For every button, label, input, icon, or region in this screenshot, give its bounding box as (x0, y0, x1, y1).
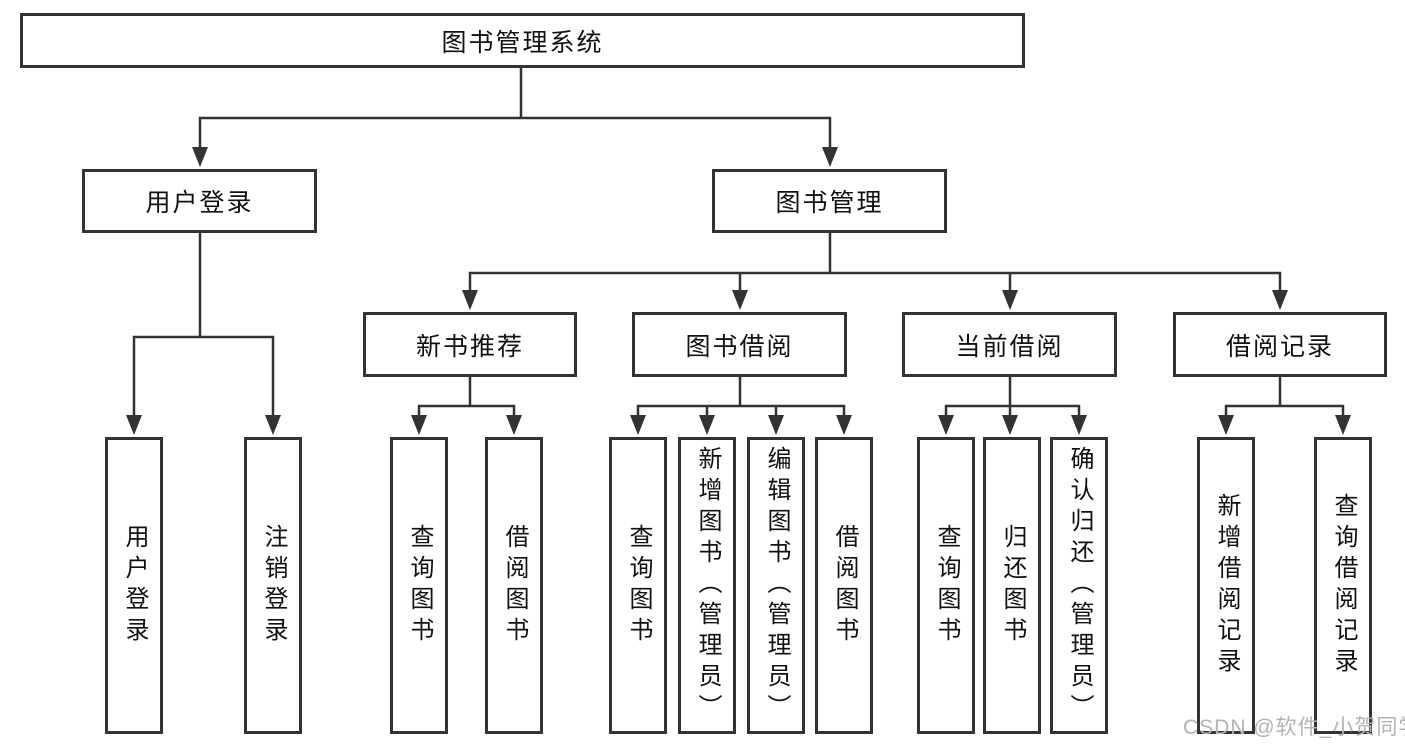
leaf-add-books-admin: 新增图书（管理员） (678, 437, 736, 734)
leaf-borrow-books: 借阅图书 (485, 437, 543, 734)
leaf-label: 新增图书（管理员） (694, 446, 721, 725)
node-user-login: 用户登录 (82, 169, 317, 233)
leaf-user-login: 用户登录 (105, 437, 163, 734)
leaf-label: 查询图书 (625, 523, 652, 648)
leaf-query-books: 查询图书 (917, 437, 975, 734)
leaf-label: 查询图书 (933, 523, 960, 648)
leaf-label: 注销登录 (260, 523, 287, 648)
node-library-system: 图书管理系统 (20, 13, 1025, 68)
leaf-logout-login: 注销登录 (244, 437, 302, 734)
leaf-edit-books-admin: 编辑图书（管理员） (747, 437, 805, 734)
leaf-label: 借阅图书 (831, 523, 858, 648)
leaf-label: 查询图书 (406, 523, 433, 648)
watermark: CSDN @软件_小贺同学 (1183, 716, 1405, 739)
node-new-book-recommendation: 新书推荐 (363, 312, 577, 377)
leaf-borrow-books: 借阅图书 (815, 437, 873, 734)
node-borrowing-records: 借阅记录 (1173, 312, 1387, 377)
leaf-return-books: 归还图书 (983, 437, 1041, 734)
node-current-borrowing: 当前借阅 (902, 312, 1117, 377)
leaf-label: 用户登录 (121, 523, 148, 648)
leaf-query-books: 查询图书 (609, 437, 667, 734)
leaf-label: 查询借阅记录 (1330, 492, 1357, 679)
leaf-label: 新增借阅记录 (1213, 492, 1240, 679)
leaf-label: 借阅图书 (501, 523, 528, 648)
leaf-query-borrow-record: 查询借阅记录 (1314, 437, 1372, 734)
leaf-label: 确认归还（管理员） (1066, 446, 1093, 725)
node-book-borrowing: 图书借阅 (632, 312, 847, 377)
leaf-add-borrow-record: 新增借阅记录 (1197, 437, 1255, 734)
leaf-query-books: 查询图书 (390, 437, 448, 734)
leaf-confirm-return-admin: 确认归还（管理员） (1050, 437, 1108, 734)
node-book-management: 图书管理 (712, 169, 947, 233)
leaf-label: 编辑图书（管理员） (763, 446, 790, 725)
leaf-label: 归还图书 (999, 523, 1026, 648)
arrowheads (126, 147, 1351, 435)
